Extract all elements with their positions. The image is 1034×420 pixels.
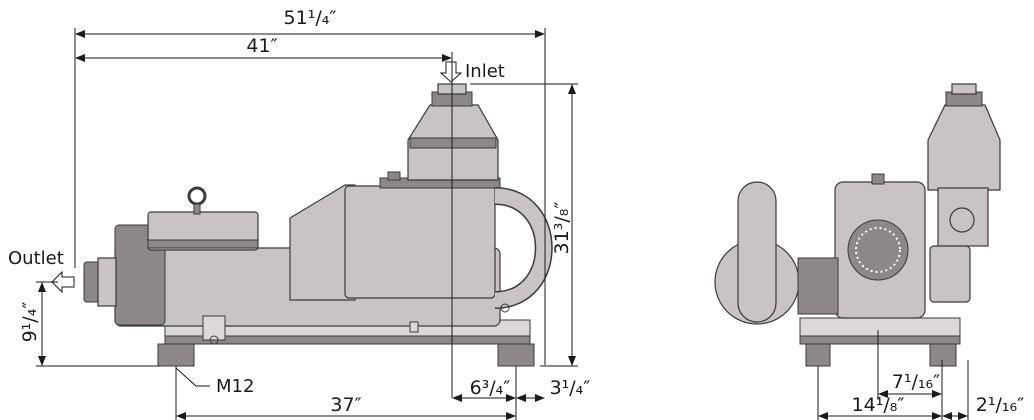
dim-foot-spacing: 37″ <box>330 394 361 416</box>
bolt-label: M12 <box>216 376 254 397</box>
right-foot <box>497 343 535 367</box>
bolt-leader <box>175 367 197 387</box>
dim-inlet-offset: 6³/₄″ <box>470 377 511 399</box>
terminal-box-base <box>147 239 259 249</box>
bypass-pipe <box>494 188 552 308</box>
eye-bolt-stem <box>193 203 201 215</box>
fan-grille-ring <box>855 227 901 273</box>
base-tab <box>409 321 419 333</box>
outlet-label: Outlet <box>8 248 64 269</box>
base-rail <box>164 335 531 345</box>
outlet-flange <box>97 257 117 307</box>
bracket-bolt-icon <box>209 335 219 345</box>
front-motor-end <box>929 245 971 303</box>
drain-plug-icon <box>500 303 510 313</box>
lifting-eye-icon <box>187 186 207 206</box>
inlet-label: Inlet <box>465 61 505 82</box>
dim-right-overhang: 3¹/₄″ <box>550 377 591 399</box>
front-foot-right <box>929 343 957 367</box>
side-view <box>83 83 553 367</box>
front-view <box>714 83 1001 367</box>
inlet-arrow-icon <box>439 61 463 83</box>
dim-outlet-height: 9¹/₄″ <box>19 302 41 343</box>
dim-side-foot-width: 14¹/₈″ <box>852 394 905 416</box>
front-pipe <box>737 181 777 323</box>
dim-side-overhang: 2¹/₁₆″ <box>976 394 1024 416</box>
front-oil-cap <box>871 173 885 185</box>
dim-height: 31³/₈″ <box>551 202 573 255</box>
outlet-arrow-icon <box>51 270 75 294</box>
dim-overall-length: 51¹/₄″ <box>284 7 337 29</box>
front-inlet-cap <box>951 83 977 95</box>
dim-side-foot-half: 7¹/₁₆″ <box>892 371 940 393</box>
base-bracket <box>202 315 226 341</box>
front-inlet-tower <box>927 104 1001 191</box>
front-foot-left <box>805 343 831 367</box>
left-foot <box>157 343 195 367</box>
front-base-rail <box>799 335 961 345</box>
dim-inlet-length: 41″ <box>246 35 277 57</box>
pump-block <box>344 185 496 299</box>
oil-cap <box>387 171 401 181</box>
front-side-port-icon <box>949 207 975 233</box>
front-coupling <box>797 257 839 315</box>
inlet-tower-band <box>409 137 497 149</box>
front-side-box <box>937 187 989 247</box>
